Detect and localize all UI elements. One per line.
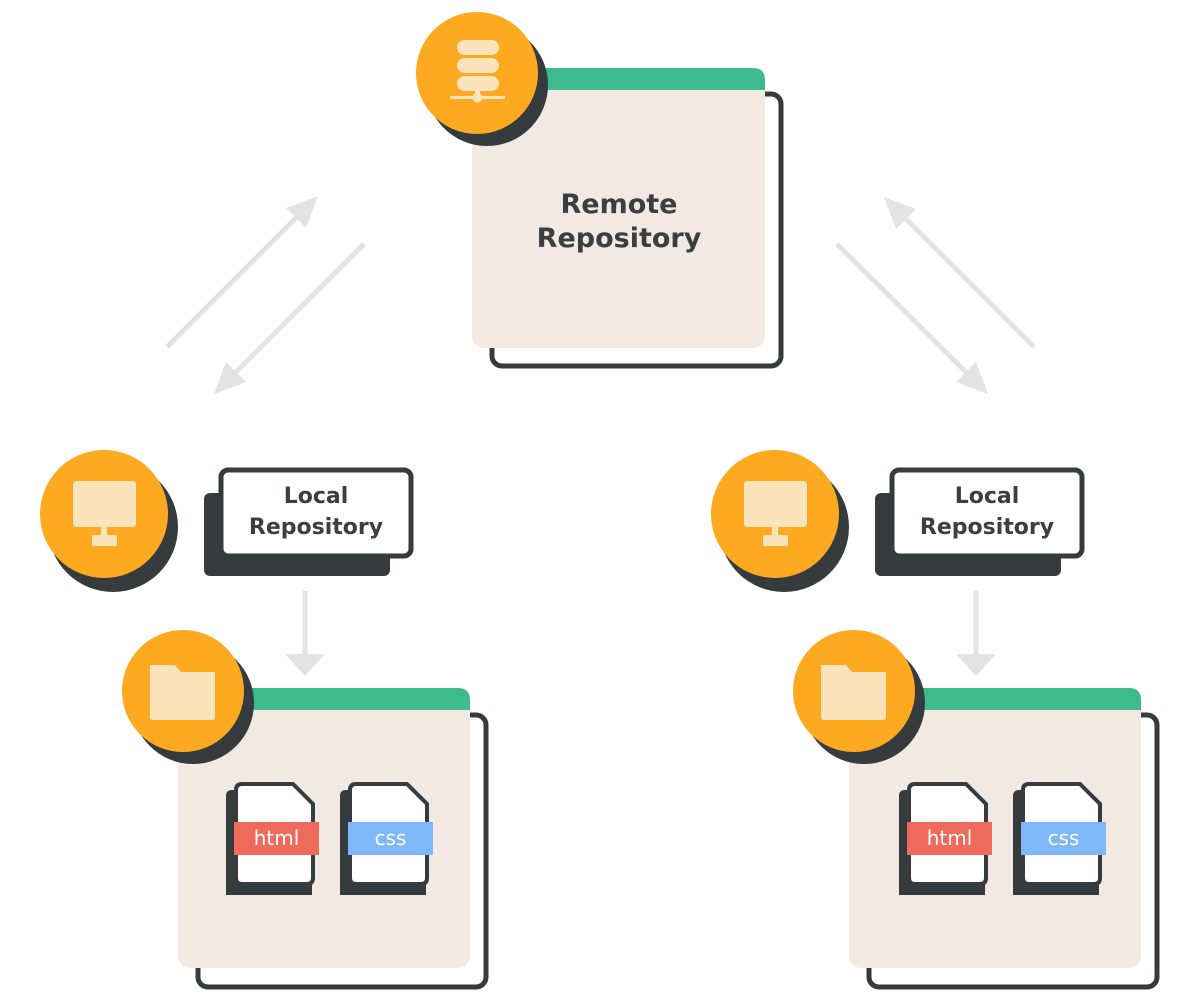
file-html: html [899, 782, 992, 895]
file-label-html: html [927, 826, 973, 850]
file-label-html: html [254, 826, 300, 850]
local-label-box [218, 467, 414, 559]
arrow-down-left [285, 591, 325, 676]
arrow-left-down [214, 242, 366, 394]
arrow-down-right [956, 591, 996, 676]
folder-icon [793, 630, 925, 764]
arrow-right-down [835, 242, 988, 394]
remote-title-line1: Remote [560, 189, 677, 220]
remote-title-line2: Repository [537, 223, 702, 254]
local-label-box [889, 467, 1085, 559]
remote-repository: Remote Repository [416, 12, 784, 369]
remote-window-body [472, 68, 765, 348]
local-repository-right: Local Repository [711, 450, 1085, 592]
file-tag-css [348, 822, 433, 855]
arrow-left-up [165, 196, 318, 349]
folder-window-body [178, 688, 470, 968]
server-icon [416, 12, 548, 146]
file-tag-html [234, 822, 319, 855]
folder-icon [122, 630, 254, 764]
working-directory-left: html css [122, 630, 489, 990]
file-label-css: css [1048, 826, 1080, 850]
local-repository-left: Local Repository [40, 450, 414, 592]
monitor-icon [711, 450, 849, 592]
file-css: css [1013, 782, 1106, 895]
file-html: html [226, 782, 319, 895]
file-label-css: css [375, 826, 407, 850]
local-title-line1: Local [955, 484, 1020, 509]
arrow-right-up [884, 197, 1036, 349]
file-tag-html [907, 822, 992, 855]
local-title-line2: Repository [249, 515, 383, 540]
file-css: css [340, 782, 433, 895]
monitor-icon [40, 450, 178, 592]
working-directory-right: html css [793, 630, 1160, 990]
local-title-line2: Repository [920, 515, 1054, 540]
file-tag-css [1021, 822, 1106, 855]
local-title-line1: Local [284, 484, 349, 509]
folder-window-body [849, 688, 1141, 968]
